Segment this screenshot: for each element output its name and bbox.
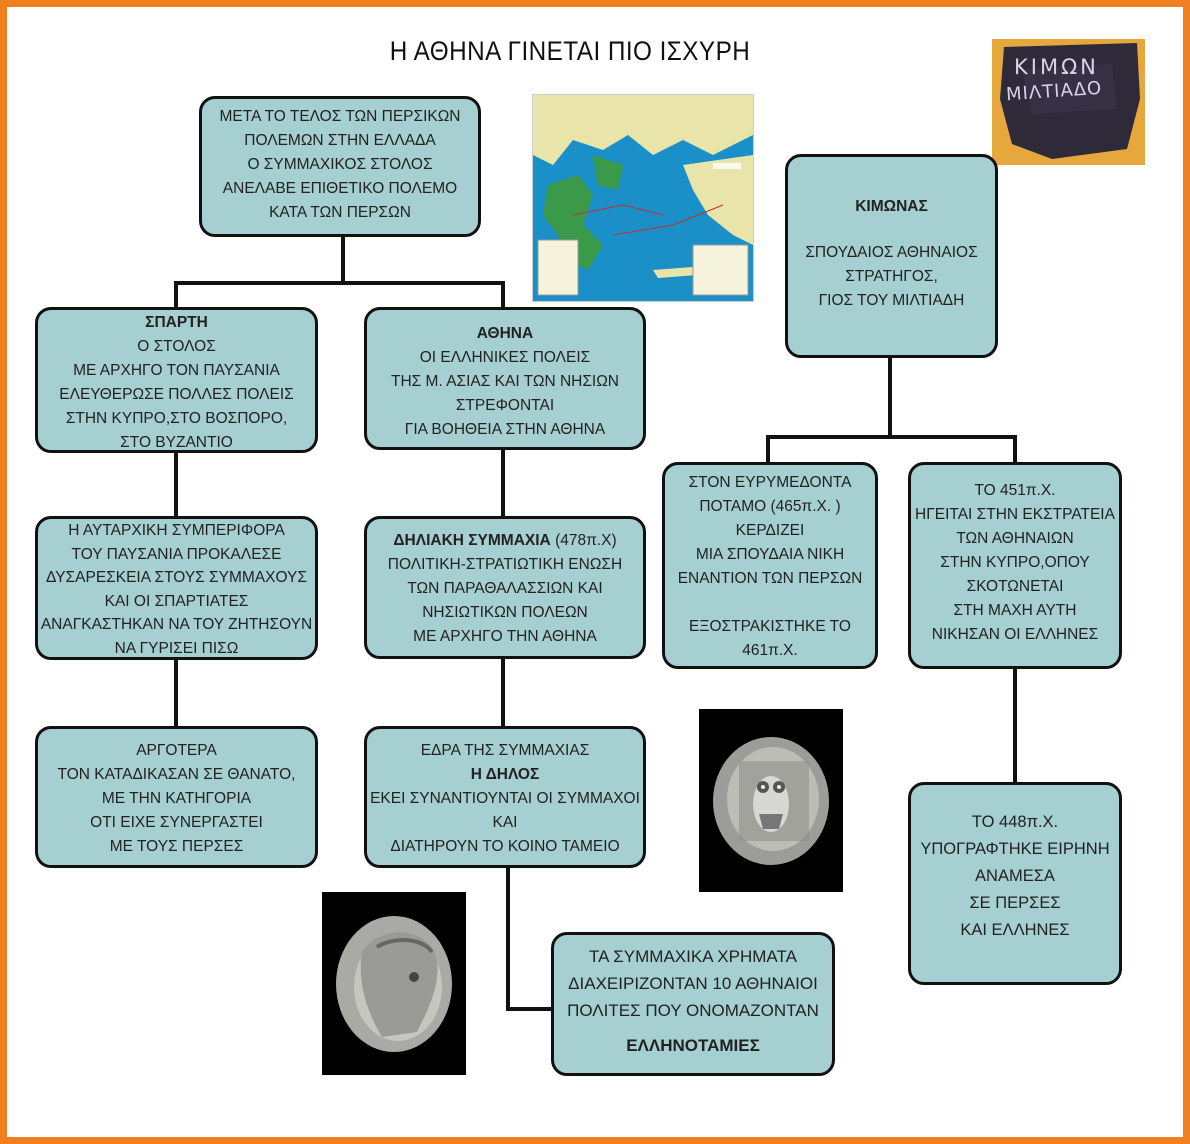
eurymedon-line: ΠΟΤΑΜΟ (465π.Χ. ) bbox=[699, 498, 841, 515]
connector-delos-treasurers bbox=[506, 868, 556, 1011]
athina-line: ΤΗΣ Μ. ΑΣΙΑΣ ΚΑΙ ΤΩΝ ΝΗΣΙΩΝ bbox=[390, 373, 619, 390]
delos-heading: Η ΔΗΛΟΣ bbox=[470, 766, 540, 783]
kimonas-line: ΣΤΡΑΤΗΓΟΣ, bbox=[845, 268, 938, 285]
hellenotamiai-box: ΤΑ ΣΥΜΜΑΧΙΚΑ ΧΡΗΜΑΤΑ ΔΙΑΧΕΙΡΙΖΟΝΤΑΝ 10 Α… bbox=[551, 932, 835, 1076]
delian-line: ΤΩΝ ΠΑΡΑΘΑΛΑΣΣΙΩΝ ΚΑΙ bbox=[407, 580, 603, 597]
eurymedon-line: ΕΝΑΝΤΙΟΝ ΤΩΝ ΠΕΡΣΩΝ bbox=[677, 570, 863, 587]
behavior-line: Η ΑΥΤΑΡΧΙΚΗ ΣΥΜΠΕΡΙΦΟΡΑ bbox=[68, 522, 285, 539]
treasurers-line: ΠΟΛΙΤΕΣ ΠΟΥ ΟΝΟΜΑΖΟΝΤΑΝ bbox=[567, 1001, 819, 1020]
delos-seat-box: ΕΔΡΑ ΤΗΣ ΣΥΜΜΑΧΙΑΣ Η ΔΗΛΟΣ ΕΚΕΙ ΣΥΝΑΝΤΙΟ… bbox=[364, 726, 646, 868]
behavior-line: ΔΥΣΑΡΕΣΚΕΙΑ ΣΤΟΥΣ ΣΥΜΜΑΧΟΥΣ bbox=[46, 569, 307, 586]
delian-line: ΠΟΛΙΤΙΚΗ-ΣΤΡΑΤΙΩΤΙΚΗ ΕΝΩΣΗ bbox=[387, 556, 623, 573]
eurymedon-line: 461π.Χ. bbox=[742, 642, 798, 659]
kimonas-line: ΓΙΟΣ ΤΟΥ ΜΙΛΤΙΑΔΗ bbox=[818, 292, 965, 309]
later-line: ΑΡΓΟΤΕΡΑ bbox=[136, 742, 217, 759]
greece-map-image bbox=[532, 94, 754, 302]
peace-line: ΑΝΑΜΕΣΑ bbox=[975, 867, 1055, 885]
delos-line: ΔΙΑΤΗΡΟΥΝ ΤΟ ΚΟΙΝΟ ΤΑΜΕΙΟ bbox=[390, 838, 620, 855]
delos-line: ΚΑΙ bbox=[492, 814, 518, 831]
behavior-line: ΤΟΥ ΠΑΥΣΑΝΙΑ ΠΡΟΚΑΛΕΣΕ bbox=[71, 545, 282, 563]
peace-line: ΚΑΙ ΕΛΛΗΝΕΣ bbox=[960, 921, 1070, 939]
eurymedon-line: ΚΕΡΔΙΖΕΙ bbox=[735, 522, 805, 539]
sparti-heading: ΣΠΑΡΤΗ bbox=[145, 314, 208, 331]
sparti-line: Ο ΣΤΟΛΟΣ bbox=[137, 338, 216, 355]
cyprus-line: ΤΩΝ ΑΘΗΝΑΙΩΝ bbox=[956, 530, 1074, 547]
behavior-line: ΚΑΙ ΟΙ ΣΠΑΡΤΙΑΤΕΣ bbox=[104, 592, 249, 610]
delian-line: ΜΕ ΑΡΧΗΓΟ ΤΗΝ ΑΘΗΝΑ bbox=[413, 628, 597, 645]
athina-line: ΣΤΡΕΦΟΝΤΑΙ bbox=[455, 397, 555, 414]
later-line: ΟΤΙ ΕΙΧΕ ΣΥΝΕΡΓΑΣΤΕΙ bbox=[90, 814, 263, 831]
intro-line: ΑΝΕΛΑΒΕ ΕΠΙΘΕΤΙΚΟ ΠΟΛΕΜΟ bbox=[222, 180, 458, 197]
intro-line: ΠΟΛΕΜΩΝ ΣΤΗΝ ΕΛΛΑΔΑ bbox=[244, 132, 436, 149]
sparti-box: ΣΠΑΡΤΗ Ο ΣΤΟΛΟΣ ΜΕ ΑΡΧΗΓΟ ΤΟΝ ΠΑΥΣΑΝΙΑ Ε… bbox=[35, 307, 318, 453]
cyprus-line: ΗΓΕΙΤΑΙ ΣΤΗΝ ΕΚΣΤΡΑΤΕΙΑ bbox=[915, 506, 1115, 523]
intro-line: ΜΕΤΑ ΤΟ ΤΕΛΟΣ ΤΩΝ ΠΕΡΣΙΚΩΝ bbox=[219, 108, 461, 125]
eurymedon-line: ΕΞΟΣΤΡΑΚΙΣΤΗΚΕ ΤΟ bbox=[689, 618, 851, 635]
delos-line: ΕΔΡΑ ΤΗΣ ΣΥΜΜΑΧΙΑΣ bbox=[420, 742, 590, 759]
cyprus-line: ΣΤΗΝ ΚΥΠΡΟ,ΟΠΟΥ bbox=[940, 554, 1090, 571]
later-line: ΜΕ ΤΗΝ ΚΑΤΗΓΟΡΙΑ bbox=[101, 790, 252, 807]
later-line: ΜΕ ΤΟΥΣ ΠΕΡΣΕΣ bbox=[109, 838, 244, 855]
kimonas-box: ΚΙΜΩΝΑΣ ΣΠΟΥΔΑΙΟΣ ΑΘΗΝΑΙΟΣ ΣΤΡΑΤΗΓΟΣ, ΓΙ… bbox=[785, 154, 998, 358]
cyprus-line: ΝΙΚΗΣΑΝ ΟΙ ΕΛΛΗΝΕΣ bbox=[931, 626, 1099, 643]
cyprus-campaign-box: ΤΟ 451π.Χ. ΗΓΕΙΤΑΙ ΣΤΗΝ ΕΚΣΤΡΑΤΕΙΑ ΤΩΝ Α… bbox=[908, 462, 1122, 669]
delos-line: ΕΚΕΙ ΣΥΝΑΝΤΙΟΥΝΤΑΙ ΟΙ ΣΥΜΜΑΧΟΙ bbox=[370, 790, 640, 807]
delian-league-box: ΔΗΛΙΑΚΗ ΣΥΜΜΑΧΙΑ (478π.Χ) ΠΟΛΙΤΙΚΗ-ΣΤΡΑΤ… bbox=[364, 516, 646, 659]
athina-box: ΑΘΗΝΑ ΟΙ ΕΛΛΗΝΙΚΕΣ ΠΟΛΕΙΣ ΤΗΣ Μ. ΑΣΙΑΣ Κ… bbox=[364, 307, 646, 450]
treasurers-line: ΤΑ ΣΥΜΜΑΧΙΚΑ ΧΡΗΜΑΤΑ bbox=[589, 947, 797, 966]
behavior-line: ΑΝΑΓΚΑΣΤΗΚΑΝ ΝΑ ΤΟΥ ΖΗΤΗΣΟΥΝ bbox=[40, 616, 313, 633]
intro-line: Ο ΣΥΜΜΑΧΙΚΟΣ ΣΤΟΛΟΣ bbox=[247, 156, 433, 173]
intro-box: ΜΕΤΑ ΤΟ ΤΕΛΟΣ ΤΩΝ ΠΕΡΣΙΚΩΝ ΠΟΛΕΜΩΝ ΣΤΗΝ … bbox=[199, 96, 481, 237]
sparti-line: ΕΛΕΥΘΕΡΩΣΕ ΠΟΛΛΕΣ ΠΟΛΕΙΣ bbox=[59, 386, 294, 403]
peace-line: ΥΠΟΓΡΑΦΤΗΚΕ ΕΙΡΗΝΗ bbox=[920, 840, 1110, 858]
delian-line: ΝΗΣΙΩΤΙΚΩΝ ΠΟΛΕΩΝ bbox=[422, 604, 588, 621]
owl-coin-image bbox=[699, 709, 843, 892]
ostrakon-inscription-line1: ΚΙΜΩΝ bbox=[1014, 55, 1099, 79]
sparti-line: ΣΤΟ ΒΥΖΑΝΤΙΟ bbox=[120, 434, 233, 451]
ostrakon-image: ΚΙΜΩΝ ΜΙΛΤΙΑΔΟ bbox=[992, 39, 1145, 165]
behavior-line: ΝΑ ΓΥΡΙΣΕΙ ΠΙΣΩ bbox=[114, 639, 239, 657]
delian-date: (478π.Χ) bbox=[555, 532, 617, 549]
athina-heading: ΑΘΗΝΑ bbox=[476, 325, 534, 342]
later-sentence-box: ΑΡΓΟΤΕΡΑ ΤΟΝ ΚΑΤΑΔΙΚΑΣΑΝ ΣΕ ΘΑΝΑΤΟ, ΜΕ Τ… bbox=[35, 726, 318, 868]
delian-heading-row: ΔΗΛΙΑΚΗ ΣΥΜΜΑΧΙΑ (478π.Χ) bbox=[367, 529, 643, 553]
sparti-line: ΜΕ ΑΡΧΗΓΟ ΤΟΝ ΠΑΥΣΑΝΙΑ bbox=[73, 362, 280, 379]
kimonas-line: ΣΠΟΥΔΑΙΟΣ ΑΘΗΝΑΙΟΣ bbox=[805, 244, 978, 261]
treasurers-heading: ΕΛΛΗΝΟΤΑΜΙΕΣ bbox=[626, 1036, 760, 1055]
page-title: Η ΑΘΗΝΑ ΓΙΝΕΤΑΙ ΠΙΟ ΙΣΧΥΡΗ bbox=[389, 36, 751, 66]
treasurers-line: ΔΙΑΧΕΙΡΙΖΟΝΤΑΝ 10 ΑΘΗΝΑΙΟΙ bbox=[568, 974, 818, 993]
athina-line: ΓΙΑ ΒΟΗΘΕΙΑ ΣΤΗΝ ΑΘΗΝΑ bbox=[404, 421, 606, 438]
athina-line: ΟΙ ΕΛΛΗΝΙΚΕΣ ΠΟΛΕΙΣ bbox=[419, 349, 591, 366]
cyprus-line: ΤΟ 451π.Χ. bbox=[974, 482, 1056, 499]
intro-line: ΚΑΤΑ ΤΩΝ ΠΕΡΣΩΝ bbox=[269, 204, 411, 221]
delian-heading: ΔΗΛΙΑΚΗ ΣΥΜΜΑΧΙΑ bbox=[393, 532, 551, 549]
eurymedon-box: ΣΤΟΝ ΕΥΡΥΜΕΔΟΝΤΑ ΠΟΤΑΜΟ (465π.Χ. ) ΚΕΡΔΙ… bbox=[662, 462, 878, 669]
eurymedon-line: ΜΙΑ ΣΠΟΥΔΑΙΑ ΝΙΚΗ bbox=[695, 546, 845, 563]
later-line: ΤΟΝ ΚΑΤΑΔΙΚΑΣΑΝ ΣΕ ΘΑΝΑΤΟ, bbox=[57, 766, 296, 783]
pausanias-behavior-box: Η ΑΥΤΑΡΧΙΚΗ ΣΥΜΠΕΡΙΦΟΡΑ ΤΟΥ ΠΑΥΣΑΝΙΑ ΠΡΟ… bbox=[35, 516, 318, 660]
peace-treaty-box: ΤΟ 448π.Χ. ΥΠΟΓΡΑΦΤΗΚΕ ΕΙΡΗΝΗ ΑΝΑΜΕΣΑ ΣΕ… bbox=[908, 782, 1122, 985]
cyprus-line: ΣΚΟΤΩΝΕΤΑΙ bbox=[966, 578, 1064, 595]
kimonas-heading: ΚΙΜΩΝΑΣ bbox=[855, 198, 928, 215]
peace-line: ΤΟ 448π.Χ. bbox=[971, 813, 1059, 831]
peace-line: ΣΕ ΠΕΡΣΕΣ bbox=[969, 894, 1061, 912]
cyprus-line: ΣΤΗ ΜΑΧΗ ΑΥΤΗ bbox=[953, 602, 1077, 619]
athena-coin-image bbox=[322, 892, 466, 1075]
eurymedon-line: ΣΤΟΝ ΕΥΡΥΜΕΔΟΝΤΑ bbox=[688, 474, 852, 491]
sparti-line: ΣΤΗΝ ΚΥΠΡΟ,ΣΤΟ ΒΟΣΠΟΡΟ, bbox=[65, 410, 288, 427]
